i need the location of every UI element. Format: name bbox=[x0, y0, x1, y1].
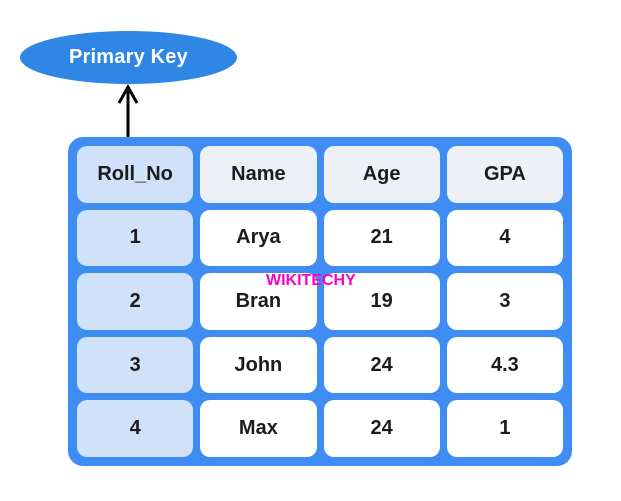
table-cell: 21 bbox=[323, 209, 440, 267]
header-cell-age: Age bbox=[323, 146, 440, 203]
table-cell: 3 bbox=[77, 336, 194, 394]
table-cell: Bran bbox=[200, 273, 317, 330]
table-cell: 19 bbox=[323, 273, 440, 330]
table-cell: 24 bbox=[323, 336, 440, 394]
table-cell: 24 bbox=[323, 400, 440, 457]
header-cell-name: Name bbox=[200, 146, 317, 203]
primary-key-callout: Primary Key bbox=[20, 31, 237, 84]
table-cell: 1 bbox=[446, 400, 563, 457]
table-cell: Arya bbox=[200, 209, 317, 267]
table-cell: John bbox=[200, 336, 317, 394]
primary-key-label: Primary Key bbox=[69, 46, 188, 68]
table-cell: 4 bbox=[77, 400, 194, 457]
table-cell: 1 bbox=[77, 209, 194, 267]
header-cell-gpa: GPA bbox=[446, 146, 563, 203]
header-cell-roll-no: Roll_No bbox=[77, 146, 194, 203]
table-cell: 4 bbox=[446, 209, 563, 267]
up-arrow-icon bbox=[117, 83, 139, 139]
table-cell: 4.3 bbox=[446, 336, 563, 394]
wikitechy-watermark: WIKITECHY bbox=[266, 272, 356, 289]
student-table: Roll_No Name Age GPA 1 Arya 21 4 2 Bran … bbox=[68, 137, 572, 466]
table-cell: 3 bbox=[446, 273, 563, 330]
table-cell: Max bbox=[200, 400, 317, 457]
table-cell: 2 bbox=[77, 273, 194, 330]
